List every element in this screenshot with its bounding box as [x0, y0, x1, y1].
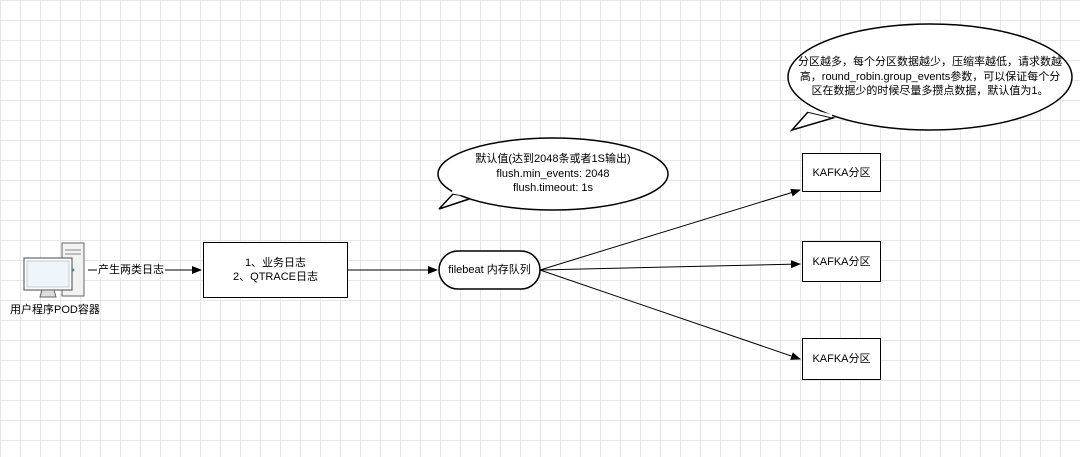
queue-label: filebeat 内存队列 — [448, 264, 531, 276]
pod-label: 用户程序POD容器 — [10, 304, 100, 316]
flush-line-3: flush.timeout: 1s — [512, 182, 594, 195]
kafka-partition-2: KAFKA分区 — [802, 241, 881, 282]
partition-note-line-2: 高，round_robin.group_events参数，可以保证每个分 — [799, 70, 1061, 83]
flush-line-1: 默认值(达到2048条或者1S输出) — [475, 153, 631, 166]
computer-icon — [23, 242, 85, 298]
log-line-1: 1、业务日志 — [244, 257, 307, 269]
flush-callout-bubble — [437, 137, 669, 211]
queue-to-partition-3-arrow — [539, 269, 801, 360]
partition-note-line-3: 区在数据少的时候尽量多攒点数据，默认值为1。 — [811, 85, 1049, 98]
kafka-partition-label: KAFKA分区 — [812, 353, 871, 365]
queue-to-partition-2-arrow — [539, 260, 801, 271]
flush-callout-text: 默认值(达到2048条或者1S输出) flush.min_events: 204… — [458, 152, 648, 196]
kafka-partition-label: KAFKA分区 — [812, 166, 871, 179]
kafka-partition-3: KAFKA分区 — [802, 338, 881, 380]
partition-note-line-1: 分区越多，每个分区数据越少，压缩率越低，请求数越 — [798, 56, 1062, 69]
partition-callout-bubble — [787, 23, 1073, 132]
queue-to-partition-1-arrow — [539, 188, 801, 271]
log-box: 1、业务日志 2、QTRACE日志 — [203, 242, 348, 298]
partition-callout-text: 分区越多，每个分区数据越少，压缩率越低，请求数越 高，round_robin.g… — [795, 55, 1065, 99]
kafka-partition-1: KAFKA分区 — [802, 153, 881, 192]
flush-line-2: flush.min_events: 2048 — [496, 167, 610, 180]
log-line-2: 2、QTRACE日志 — [233, 271, 318, 283]
kafka-partition-label: KAFKA分区 — [812, 255, 871, 268]
edge-label: 产生两类日志 — [97, 263, 165, 277]
